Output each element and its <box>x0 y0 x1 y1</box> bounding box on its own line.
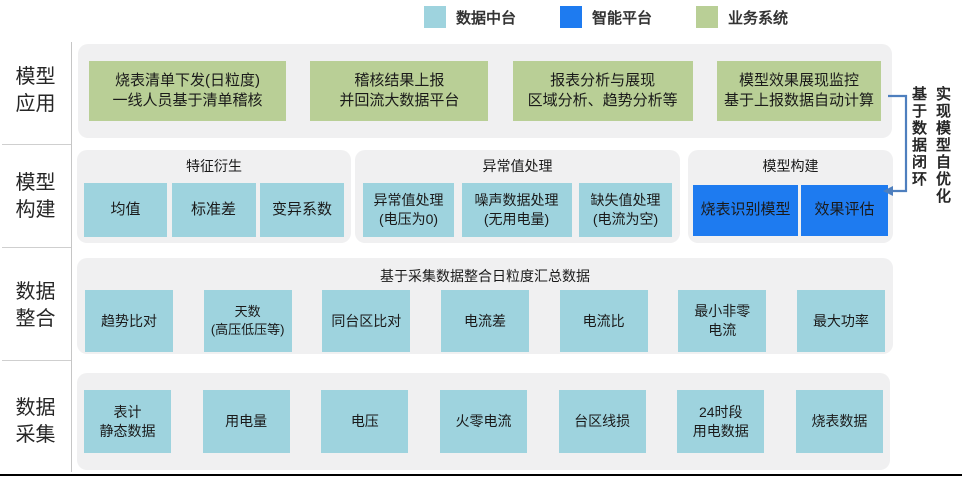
diagram-box-voltage: 电压 <box>321 390 409 453</box>
row-subtitle: 基于采集数据整合日粒度汇总数据 <box>380 268 590 284</box>
row-label-data-integration: 数据 整合 <box>15 281 56 330</box>
diagram-box-area-line-loss: 台区线损 <box>558 390 646 453</box>
diagram-box-current-diff: 电流差 <box>440 290 529 352</box>
box-group: 烧表识别模型 效果评估 <box>688 185 893 236</box>
row-label-data-collection: 数据 采集 <box>15 396 56 446</box>
data-platform-swatch-icon <box>424 6 446 28</box>
diagram-box-burnt-meter-model: 烧表识别模型 <box>693 185 798 236</box>
row-panel-data-collection: 表计 静态数据 用电量 电压 火零电流 台区线损 24时段 用电数据 烧表数据 <box>77 373 890 470</box>
diagram-box-day-count: 天数 (高压低压等) <box>203 290 292 352</box>
legend-item-smart-platform: 智能平台 <box>560 6 652 28</box>
diagram-box-max-power: 最大功率 <box>796 290 885 352</box>
diagram-box-variation-coeff: 变异系数 <box>260 183 344 237</box>
diagram-box-24h-usage-data: 24时段 用电数据 <box>677 390 765 453</box>
row-label-model-construction: 模型 构建 <box>15 171 56 221</box>
diagram-box-same-area-compare: 同台区比对 <box>322 290 411 352</box>
diagram-box-effect-evaluation: 效果评估 <box>801 185 888 236</box>
diagram-box-live-neutral-current: 火零电流 <box>439 390 527 453</box>
group-title: 异常值处理 <box>482 158 553 174</box>
diagram-box-audit-result-report: 稽核结果上报 并回流大数据平台 <box>310 61 489 121</box>
diagram-box-trend-compare: 趋势比对 <box>85 290 173 352</box>
left-gutter-divider <box>71 42 72 472</box>
group-panel-outlier-handling: 异常值处理 异常值处理 (电压为0) 噪声数据处理 (无用电量) 缺失值处理 (… <box>355 150 680 243</box>
row-separator <box>2 360 71 361</box>
diagram-box-power-usage: 用电量 <box>202 390 290 453</box>
diagram-box-mean: 均值 <box>84 183 167 237</box>
diagram-box-std-dev: 标准差 <box>171 183 256 237</box>
legend: 数据中台 智能平台 业务系统 <box>424 6 788 28</box>
diagram-box-outlier-handling: 异常值处理 (电压为0) <box>363 183 454 237</box>
diagram-box-report-analysis: 报表分析与展现 区域分析、趋势分析等 <box>512 61 693 121</box>
row-panel-data-integration: 基于采集数据整合日粒度汇总数据 趋势比对 天数 (高压低压等) 同台区比对 电流… <box>77 258 893 354</box>
row-separator <box>2 247 71 248</box>
side-note-line-1: 实现模型自优化 <box>934 86 951 205</box>
row-separator <box>2 144 71 145</box>
diagram-box-min-nonzero-current: 最小非零 电流 <box>678 290 767 352</box>
legend-label: 业务系统 <box>728 9 789 27</box>
legend-label: 智能平台 <box>592 9 653 27</box>
box-group: 异常值处理 (电压为0) 噪声数据处理 (无用电量) 缺失值处理 (电流为空) <box>355 183 680 237</box>
diagram-box-noise-handling: 噪声数据处理 (无用电量) <box>461 183 572 237</box>
group-title: 特征衍生 <box>186 158 242 174</box>
box-group: 趋势比对 天数 (高压低压等) 同台区比对 电流差 电流比 最小非零 电流 最大… <box>77 290 893 352</box>
diagram-box-current-ratio: 电流比 <box>559 290 648 352</box>
box-group: 烧表清单下发(日粒度) 一线人员基于清单稽核 稽核结果上报 并回流大数据平台 报… <box>78 44 892 138</box>
group-title: 模型构建 <box>762 158 819 174</box>
bottom-border <box>0 474 962 476</box>
smart-platform-swatch-icon <box>560 6 583 28</box>
diagram-box-burnt-meter-data: 烧表数据 <box>795 390 883 453</box>
box-group: 均值 标准差 变异系数 <box>77 183 351 237</box>
diagram-box-model-effect-monitor: 模型效果展现监控 基于上报数据自动计算 <box>716 61 881 121</box>
group-panel-feature-derivation: 特征衍生 均值 标准差 变异系数 <box>77 150 351 243</box>
side-note: 实现模型自优化 基于数据闭环 <box>906 86 954 220</box>
row-label-model-application: 模型 应用 <box>15 66 56 115</box>
row-panel-model-application: 烧表清单下发(日粒度) 一线人员基于清单稽核 稽核结果上报 并回流大数据平台 报… <box>78 44 892 138</box>
group-panel-model-building: 模型构建 烧表识别模型 效果评估 <box>688 150 893 243</box>
diagram-box-missing-handling: 缺失值处理 (电流为空) <box>579 183 672 237</box>
diagram-box-meter-list-dispatch: 烧表清单下发(日粒度) 一线人员基于清单稽核 <box>89 61 286 121</box>
diagram-box-meter-static-data: 表计 静态数据 <box>84 390 171 453</box>
business-system-swatch-icon <box>696 6 719 28</box>
legend-label: 数据中台 <box>456 9 517 27</box>
legend-item-business-system: 业务系统 <box>696 6 788 28</box>
box-group: 表计 静态数据 用电量 电压 火零电流 台区线损 24时段 用电数据 烧表数据 <box>77 373 890 470</box>
side-note-line-2: 基于数据闭环 <box>910 86 927 188</box>
feedback-loop-arrow <box>883 94 908 196</box>
legend-item-data-platform: 数据中台 <box>424 6 516 28</box>
